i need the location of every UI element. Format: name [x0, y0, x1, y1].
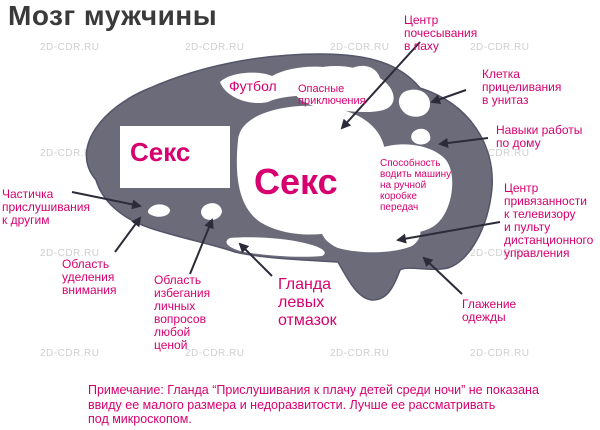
region-avoid-questions	[201, 203, 222, 220]
page-title: Мозг мужчины	[8, 0, 218, 31]
arrow-tv	[396, 221, 501, 244]
arrow-excuses	[238, 242, 273, 277]
label-driving: Способность водить машину на ручной коро…	[380, 158, 452, 213]
watermark: 2D-CDR.RU	[40, 148, 100, 159]
region-listening	[147, 204, 170, 217]
watermark: 2D-CDR.RU	[40, 248, 100, 259]
callout-avoid-questions: Область избегания личных вопросов любой …	[154, 273, 211, 352]
region-sex-small	[120, 126, 230, 188]
arrow-petting	[340, 41, 421, 130]
region-tv	[321, 209, 421, 253]
watermark: 2D-CDR.RU	[470, 348, 530, 359]
region-excuses-gland	[226, 237, 325, 257]
watermark: 2D-CDR.RU	[470, 148, 530, 159]
arrow-ironing	[422, 256, 463, 295]
callout-ironing: Глажение одежды	[462, 297, 517, 324]
watermark: 2D-CDR.RU	[40, 348, 100, 359]
callout-housework: Навыки работы по дому	[496, 123, 583, 150]
callout-petting-center: Центр почесывания в паху	[404, 13, 478, 53]
arrow-avoid	[189, 218, 214, 275]
callout-excuses-gland: Гланда левых отмазок	[278, 276, 337, 329]
arrow-attention	[114, 216, 142, 253]
callout-aim-cell: Клетка прицеливания в унитаз	[482, 67, 562, 107]
arrow-housework	[438, 137, 489, 148]
region-petting-center	[344, 65, 380, 90]
callout-listening: Частичка прислушивания к другим	[2, 187, 90, 227]
callout-tv: Центр привязанности к телевизору и пульт…	[504, 181, 594, 260]
watermark: 2D-CDR.RU	[40, 42, 100, 53]
label-sex-small: Секс	[130, 137, 191, 167]
watermark: 2D-CDR.RU	[185, 42, 245, 53]
watermark: 2D-CDR.RU	[185, 348, 245, 359]
label-sex-big: Секс	[254, 161, 338, 202]
arrow-listening	[71, 191, 142, 210]
watermark: 2D-CDR.RU	[470, 42, 530, 53]
callout-danger: Опасные приключения	[298, 83, 366, 107]
region-aim-cell	[398, 89, 430, 117]
watermark: 2D-CDR.RU	[330, 42, 390, 53]
label-football: Футбол	[229, 78, 277, 94]
callout-attention: Область уделения внимания	[62, 257, 117, 297]
watermark: 2D-CDR.RU	[470, 248, 530, 259]
footnote: Примечание: Гланда “Прислушивания к плач…	[88, 383, 539, 426]
region-housework	[411, 128, 431, 145]
arrow-aim	[430, 89, 467, 105]
region-sex-big	[236, 105, 388, 235]
watermark: 2D-CDR.RU	[330, 348, 390, 359]
